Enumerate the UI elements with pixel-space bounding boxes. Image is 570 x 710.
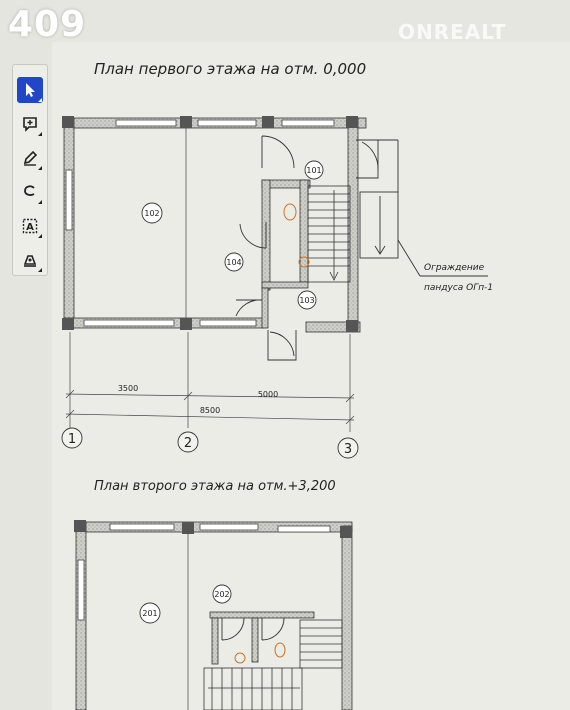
axis-2: 2	[184, 436, 192, 451]
room-202-tag: 202	[214, 590, 229, 599]
annotation-toolbar: A	[12, 64, 48, 276]
room-101-tag: 101	[306, 166, 321, 175]
stamp-tool-button[interactable]	[17, 247, 43, 273]
wall-bottom-right	[305, 321, 361, 333]
room-201-tag: 201	[142, 609, 157, 618]
ramp-note-line2: пандуса ОГп-1	[424, 283, 493, 293]
plan1: 101 102 103 104 Ограждение пандуса ОГп-1…	[61, 116, 493, 459]
lasso-icon	[24, 185, 35, 196]
plan2-wall-inner	[209, 611, 315, 619]
wall-inner-5	[261, 287, 269, 329]
stamp-icon	[23, 255, 37, 267]
drawing-canvas[interactable]	[52, 42, 570, 710]
pen-tool-button[interactable]	[17, 145, 43, 171]
axis-3: 3	[344, 442, 352, 457]
plan1-title: План первого этажа на отм. 0,000	[94, 60, 367, 78]
text-box-icon: A	[22, 218, 38, 234]
ramp-note-line1: Ограждение	[424, 263, 485, 273]
page-counter: 409	[8, 4, 87, 45]
room-103-tag: 103	[299, 296, 314, 305]
text-box-tool-button[interactable]: A	[17, 213, 43, 239]
plan2-wall-right	[341, 525, 353, 710]
room-104-tag: 104	[226, 258, 241, 267]
room-102-tag: 102	[144, 209, 159, 218]
comment-icon	[23, 117, 37, 132]
cursor-tool-button[interactable]	[17, 77, 43, 103]
watermark: ONREALT	[398, 20, 507, 44]
wall-right	[347, 117, 359, 331]
dim-3500: 3500	[118, 384, 138, 393]
lasso-tool-button[interactable]	[17, 179, 43, 205]
comment-tool-button[interactable]	[17, 111, 43, 137]
cursor-icon	[26, 83, 35, 97]
dim-8500: 8500	[200, 406, 220, 415]
dim-5000: 5000	[258, 390, 278, 399]
plan2-title: План второго этажа на отм.+3,200	[94, 479, 336, 494]
svg-text:A: A	[26, 222, 34, 233]
pen-icon	[23, 150, 38, 166]
plan2: 201 202	[74, 520, 353, 710]
wall-inner-4	[261, 281, 309, 289]
axis-1: 1	[68, 432, 76, 447]
